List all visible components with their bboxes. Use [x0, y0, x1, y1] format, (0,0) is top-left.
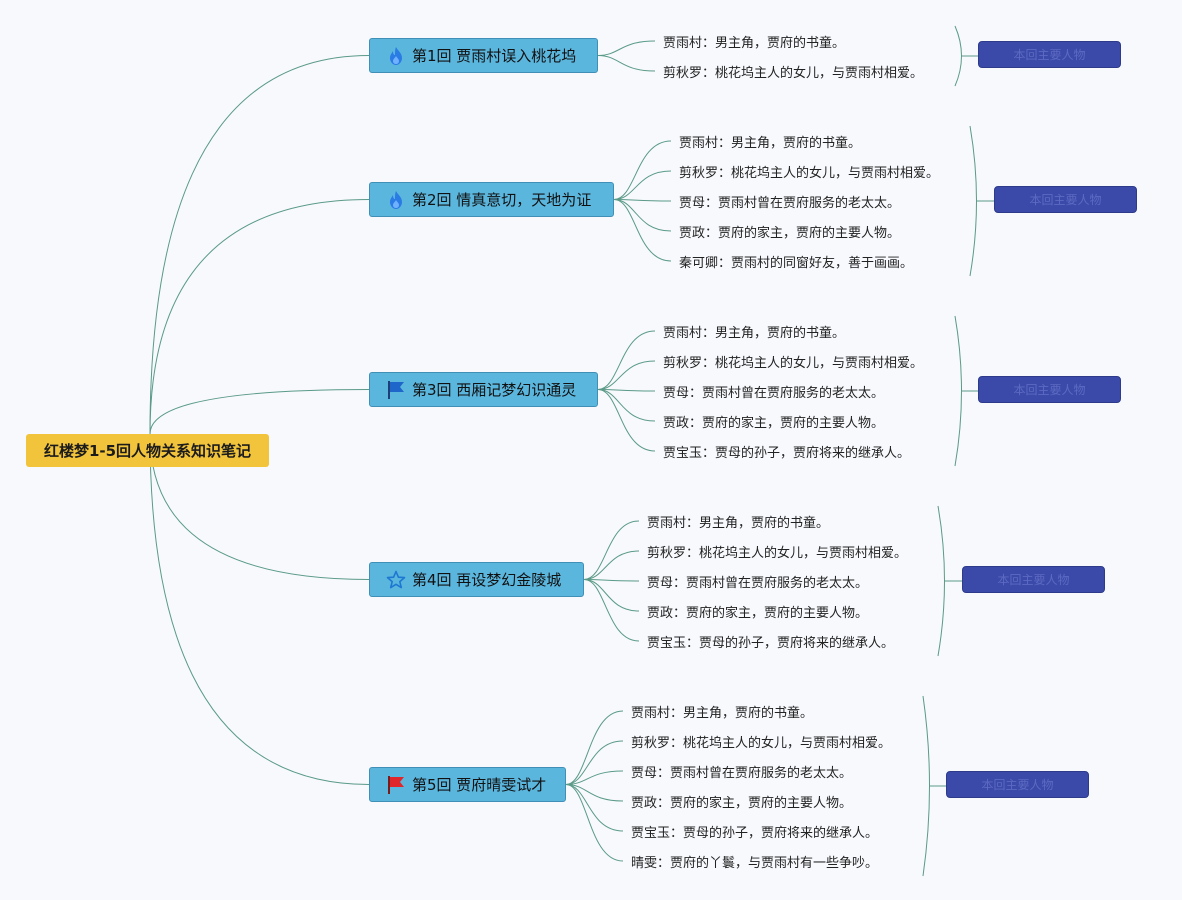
chapter-node-3[interactable]: 第3回 西厢记梦幻识通灵 — [369, 372, 598, 407]
connector-line — [613, 199, 672, 262]
chapter-node-5[interactable]: 第5回 贾府晴雯试才 — [369, 767, 566, 802]
connector-line — [597, 40, 656, 56]
chapter-label: 第1回 贾雨村误入桃花坞 — [412, 47, 577, 65]
chapter-label: 第5回 贾府晴雯试才 — [412, 776, 547, 794]
connector-line — [565, 784, 624, 832]
summary-node[interactable]: 本回主要人物 — [946, 771, 1089, 798]
connector-line — [583, 579, 640, 642]
connector-line — [954, 315, 962, 467]
connector-line — [565, 770, 624, 785]
connector-line — [922, 695, 930, 877]
summary-node[interactable]: 本回主要人物 — [994, 186, 1137, 213]
character-note[interactable]: 剪秋罗：桃花坞主人的女儿，与贾雨村相爱。 — [663, 355, 924, 371]
character-note[interactable]: 贾母：贾雨村曾在贾府服务的老太太。 — [679, 195, 901, 211]
connector-line — [954, 25, 962, 87]
connector-line — [937, 505, 945, 657]
character-note[interactable]: 贾母：贾雨村曾在贾府服务的老太太。 — [631, 765, 853, 781]
root-label: 红楼梦1-5回人物关系知识笔记 — [43, 442, 252, 460]
connector-line — [597, 389, 656, 422]
character-note[interactable]: 贾政：贾府的家主，贾府的主要人物。 — [647, 605, 869, 621]
character-note[interactable]: 贾政：贾府的家主，贾府的主要人物。 — [631, 795, 853, 811]
connector-line — [565, 710, 624, 785]
connector-line — [565, 784, 624, 862]
character-note[interactable]: 贾母：贾雨村曾在贾府服务的老太太。 — [663, 385, 885, 401]
character-note[interactable]: 贾宝玉：贾母的孙子，贾府将来的继承人。 — [663, 445, 911, 461]
connector-line — [613, 199, 672, 232]
chapter-label: 第3回 西厢记梦幻识通灵 — [412, 381, 577, 399]
red-flag-icon — [386, 775, 406, 795]
star-outline-icon — [386, 570, 406, 590]
character-note[interactable]: 贾政：贾府的家主，贾府的主要人物。 — [679, 225, 901, 241]
connector-line — [597, 360, 656, 390]
connector-line — [613, 199, 672, 202]
chapter-label: 第4回 再设梦幻金陵城 — [412, 571, 562, 589]
connector-line — [583, 579, 640, 582]
connector-line — [149, 389, 370, 435]
character-note[interactable]: 贾母：贾雨村曾在贾府服务的老太太。 — [647, 575, 869, 591]
chapter-node-1[interactable]: 第1回 贾雨村误入桃花坞 — [369, 38, 598, 73]
connector-line — [597, 330, 656, 390]
connector-line — [565, 740, 624, 785]
character-note[interactable]: 贾雨村：男主角，贾府的书童。 — [679, 135, 862, 151]
root-node[interactable]: 红楼梦1-5回人物关系知识笔记 — [26, 434, 269, 467]
character-note[interactable]: 贾雨村：男主角，贾府的书童。 — [663, 325, 846, 341]
summary-label: 本回主要人物 — [997, 573, 1070, 587]
connector-line — [583, 520, 640, 580]
blue-flag-icon — [386, 380, 406, 400]
character-note[interactable]: 剪秋罗：桃花坞主人的女儿，与贾雨村相爱。 — [663, 65, 924, 81]
character-note[interactable]: 贾雨村：男主角，贾府的书童。 — [631, 705, 814, 721]
character-note[interactable]: 剪秋罗：桃花坞主人的女儿，与贾雨村相爱。 — [647, 545, 908, 561]
chapter-node-2[interactable]: 第2回 情真意切，天地为证 — [369, 182, 614, 217]
connector-line — [149, 433, 370, 785]
character-note[interactable]: 贾雨村：男主角，贾府的书童。 — [663, 35, 846, 51]
summary-node[interactable]: 本回主要人物 — [978, 376, 1121, 403]
character-note[interactable]: 贾政：贾府的家主，贾府的主要人物。 — [663, 415, 885, 431]
connector-line — [149, 199, 370, 435]
character-note[interactable]: 贾宝玉：贾母的孙子，贾府将来的继承人。 — [647, 635, 895, 651]
connector-line — [613, 140, 672, 200]
fire-icon — [386, 190, 406, 210]
connector-line — [565, 784, 624, 802]
connector-line — [597, 389, 656, 452]
connector-line — [969, 125, 977, 277]
character-note[interactable]: 秦可卿：贾雨村的同窗好友，善于画画。 — [679, 255, 914, 271]
chapter-label: 第2回 情真意切，天地为证 — [412, 191, 592, 209]
character-note[interactable]: 剪秋罗：桃花坞主人的女儿，与贾雨村相爱。 — [631, 735, 892, 751]
summary-label: 本回主要人物 — [1013, 383, 1086, 397]
connector-line — [597, 55, 656, 72]
character-note[interactable]: 剪秋罗：桃花坞主人的女儿，与贾雨村相爱。 — [679, 165, 940, 181]
character-note[interactable]: 贾雨村：男主角，贾府的书童。 — [647, 515, 830, 531]
summary-node[interactable]: 本回主要人物 — [978, 41, 1121, 68]
fire-icon — [386, 46, 406, 66]
chapter-node-4[interactable]: 第4回 再设梦幻金陵城 — [369, 562, 584, 597]
connector-line — [583, 579, 640, 612]
connector-line — [597, 389, 656, 392]
connector-line — [149, 55, 370, 435]
character-note[interactable]: 晴雯：贾府的丫鬟，与贾雨村有一些争吵。 — [631, 855, 879, 871]
connector-line — [613, 170, 672, 200]
connector-line — [583, 550, 640, 580]
summary-label: 本回主要人物 — [981, 778, 1054, 792]
summary-node[interactable]: 本回主要人物 — [962, 566, 1105, 593]
character-note[interactable]: 贾宝玉：贾母的孙子，贾府将来的继承人。 — [631, 825, 879, 841]
summary-label: 本回主要人物 — [1029, 193, 1102, 207]
summary-label: 本回主要人物 — [1013, 48, 1086, 62]
